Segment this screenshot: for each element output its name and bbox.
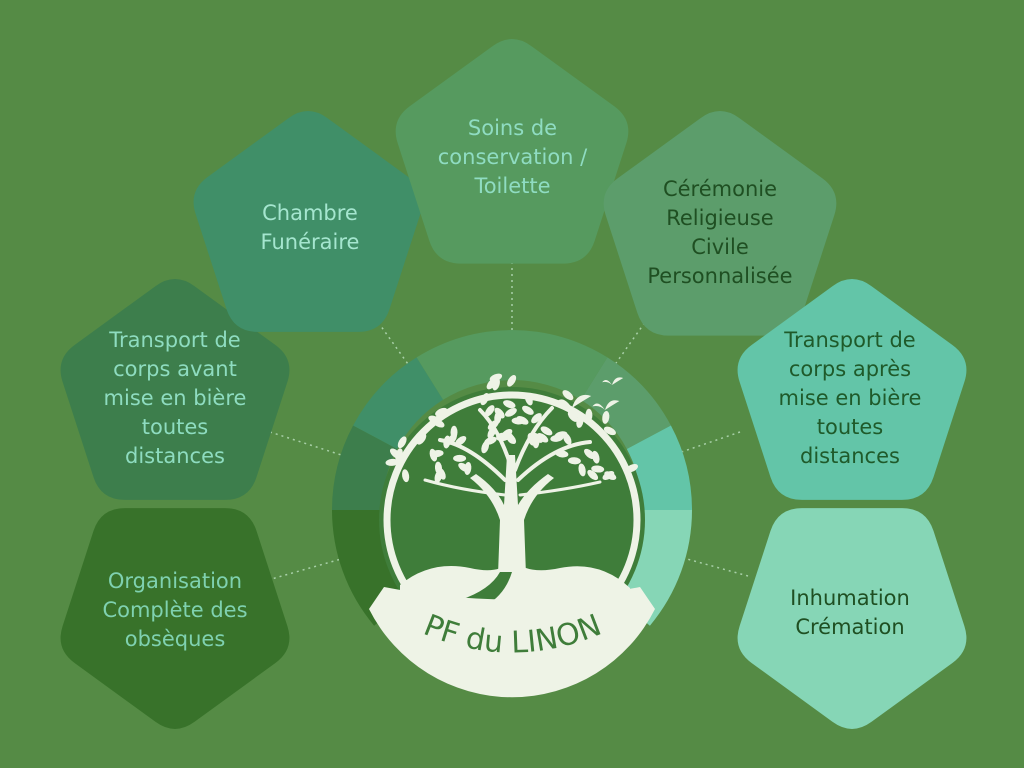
tree-leaf bbox=[397, 436, 407, 449]
ring-segment-transport-avant bbox=[332, 425, 398, 510]
tree-leaf bbox=[507, 374, 517, 387]
tree-leaf bbox=[578, 463, 586, 477]
tree-leaf bbox=[511, 417, 525, 425]
ring-segment-soins bbox=[416, 330, 608, 400]
service-pentagon-organisation bbox=[60, 508, 290, 729]
tree-leaf bbox=[496, 434, 510, 442]
ring-segment-transport-apres bbox=[626, 425, 692, 510]
tree-leaf bbox=[604, 471, 617, 480]
tree-path bbox=[460, 572, 512, 606]
bird-shape-2 bbox=[602, 377, 624, 385]
tree-roots bbox=[400, 560, 630, 600]
tree-leaf bbox=[481, 440, 490, 454]
tree-leaf bbox=[531, 413, 542, 424]
tree-branch-5 bbox=[518, 480, 602, 497]
tree-trunk bbox=[470, 455, 554, 575]
tree-leaf bbox=[453, 454, 467, 462]
connector-transport-apres bbox=[682, 431, 741, 453]
bird-shape-1 bbox=[592, 400, 620, 410]
tree-leaf bbox=[592, 450, 600, 464]
logo-emblem: PF du LINON bbox=[369, 373, 655, 698]
ring-segment-ceremonie bbox=[580, 357, 671, 449]
ring-segment-chambre bbox=[353, 357, 444, 449]
connector-transport-avant bbox=[269, 431, 341, 456]
tree-leaf bbox=[484, 405, 495, 417]
tree-leaf bbox=[522, 405, 534, 415]
connector-inhumation bbox=[685, 557, 749, 577]
tree-leaf bbox=[587, 469, 599, 481]
tree-leaf bbox=[591, 465, 605, 473]
tree-leaf bbox=[567, 457, 581, 465]
name-banner bbox=[369, 587, 655, 698]
service-pentagon-ceremonie bbox=[603, 111, 837, 336]
tree-leaf bbox=[458, 462, 470, 473]
tree-leaf bbox=[536, 433, 549, 443]
tree-leaf bbox=[486, 378, 497, 390]
tree-leaf bbox=[505, 431, 515, 444]
tree-leaf bbox=[447, 433, 457, 445]
tree-leaf bbox=[576, 415, 584, 428]
tree-leaf bbox=[585, 408, 593, 422]
tree-leaf bbox=[435, 407, 448, 417]
tree-icon bbox=[385, 373, 638, 606]
service-pentagon-transport-apres bbox=[737, 279, 967, 500]
tree-leaf bbox=[480, 393, 489, 406]
service-pentagon-inhumation bbox=[737, 508, 967, 729]
tree-branch-2 bbox=[516, 440, 592, 482]
tree-leaf bbox=[540, 426, 553, 436]
tree-leaf bbox=[455, 436, 467, 446]
bird-shape-0 bbox=[555, 394, 592, 408]
tree-leaf bbox=[603, 426, 616, 436]
tree-leaf bbox=[567, 411, 578, 422]
tree-leaf bbox=[562, 390, 574, 401]
connector-lines bbox=[267, 262, 749, 581]
tree-leaf bbox=[584, 448, 595, 459]
tree-leaf bbox=[429, 448, 438, 462]
service-pentagon-transport-avant bbox=[60, 279, 290, 500]
tree-leaf bbox=[524, 392, 533, 406]
tree-leaf bbox=[434, 461, 443, 475]
service-pentagon-soins bbox=[395, 39, 629, 264]
connector-organisation bbox=[267, 558, 340, 581]
tree-leaf bbox=[416, 433, 427, 445]
tree-leaf bbox=[527, 433, 536, 446]
tree-leaf bbox=[504, 408, 517, 417]
tree-leaf bbox=[602, 410, 610, 424]
tree-leaf bbox=[555, 450, 569, 458]
tree-leaf bbox=[494, 411, 502, 425]
bird-icon bbox=[555, 377, 624, 410]
service-shapes bbox=[60, 39, 967, 729]
tree-leaf bbox=[389, 448, 401, 459]
tree-leaf bbox=[503, 400, 516, 409]
service-pentagon-chambre bbox=[193, 111, 423, 332]
tree-leaf bbox=[401, 469, 410, 483]
tree-leaf bbox=[385, 458, 399, 466]
tree-leaf bbox=[625, 464, 638, 473]
tree-leaf bbox=[554, 431, 568, 439]
connector-ceremonie bbox=[615, 317, 649, 364]
tree-branch-4 bbox=[423, 478, 507, 497]
tree-leaf bbox=[428, 415, 441, 424]
tree-leaf bbox=[487, 426, 497, 439]
